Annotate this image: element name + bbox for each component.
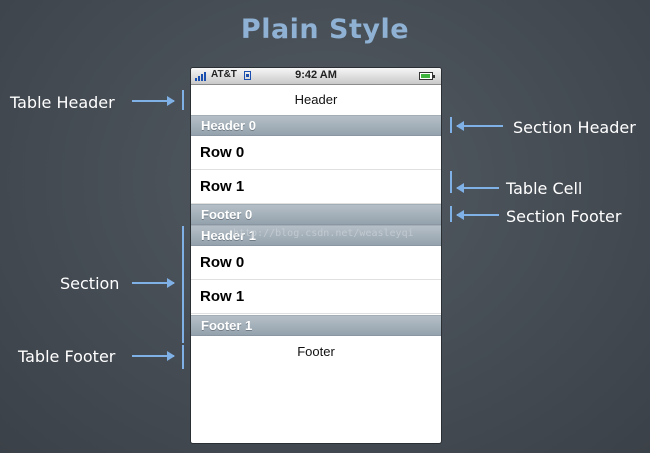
arrow-section-footer — [456, 210, 499, 220]
status-bar: AT&T 9:42 AM — [191, 68, 441, 85]
table-cell[interactable]: Row 0 — [191, 246, 441, 280]
network-icon — [244, 71, 251, 80]
label-section-footer: Section Footer — [506, 207, 622, 226]
label-table-footer: Table Footer — [18, 347, 116, 366]
table-cell[interactable]: Row 1 — [191, 170, 441, 204]
diagram-title: Plain Style — [240, 14, 410, 45]
iphone-screen: AT&T 9:42 AM Header Header 0 Row 0 Row 1… — [191, 68, 441, 443]
arrow-section-header — [456, 121, 503, 131]
table-cell[interactable]: Row 0 — [191, 136, 441, 170]
table-cell[interactable]: Row 1 — [191, 280, 441, 314]
table-footer: Footer — [297, 344, 335, 359]
bracket-table-footer — [182, 345, 184, 369]
section-header: Header 1 — [191, 225, 441, 246]
bracket-section — [182, 226, 184, 343]
battery-icon — [419, 72, 435, 80]
watermark-text: http://blog.csdn.net/weasleyqi — [233, 228, 414, 239]
bracket-table-header — [182, 90, 184, 110]
bracket-section-header — [450, 117, 452, 133]
table-header: Header — [294, 92, 338, 107]
label-table-header: Table Header — [10, 93, 115, 112]
bracket-table-cell — [450, 171, 452, 193]
arrow-table-footer — [132, 351, 175, 361]
status-time: 9:42 AM — [295, 69, 337, 81]
section-footer: Footer 0 — [191, 204, 441, 225]
arrow-table-cell — [456, 183, 499, 193]
carrier-name: AT&T — [211, 69, 237, 80]
label-section: Section — [60, 274, 120, 293]
arrow-section — [132, 278, 175, 288]
label-table-cell: Table Cell — [506, 179, 583, 198]
bracket-section-footer — [450, 206, 452, 222]
signal-strength-icon — [195, 72, 208, 81]
label-section-header: Section Header — [513, 118, 636, 137]
section-header: Header 0 — [191, 115, 441, 136]
arrow-table-header — [132, 96, 175, 106]
section-footer: Footer 1 — [191, 315, 441, 336]
